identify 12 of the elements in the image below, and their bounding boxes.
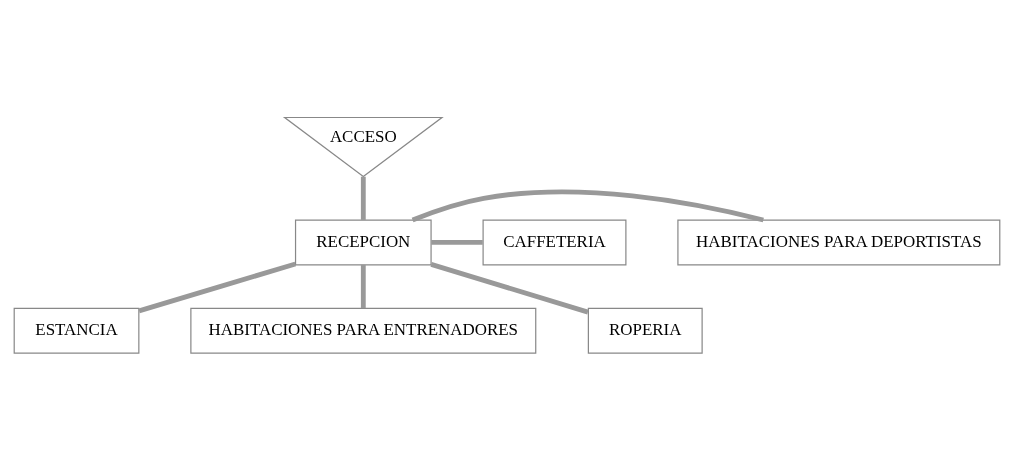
connector <box>430 261 589 314</box>
connector <box>360 264 366 308</box>
node-box: RECEPCION <box>294 218 432 265</box>
node-box: HABITACIONES PARA DEPORTISTAS <box>677 218 1001 265</box>
node-box: HABITACIONES PARA ENTRENADORES <box>190 307 537 354</box>
connector <box>138 261 297 313</box>
connector <box>360 176 366 220</box>
connector <box>431 239 483 245</box>
connector <box>411 189 764 222</box>
node-box: CAFFETERIA <box>482 218 627 265</box>
node-box: ESTANCIA <box>13 307 140 354</box>
node-box: ROPERIA <box>587 307 703 354</box>
